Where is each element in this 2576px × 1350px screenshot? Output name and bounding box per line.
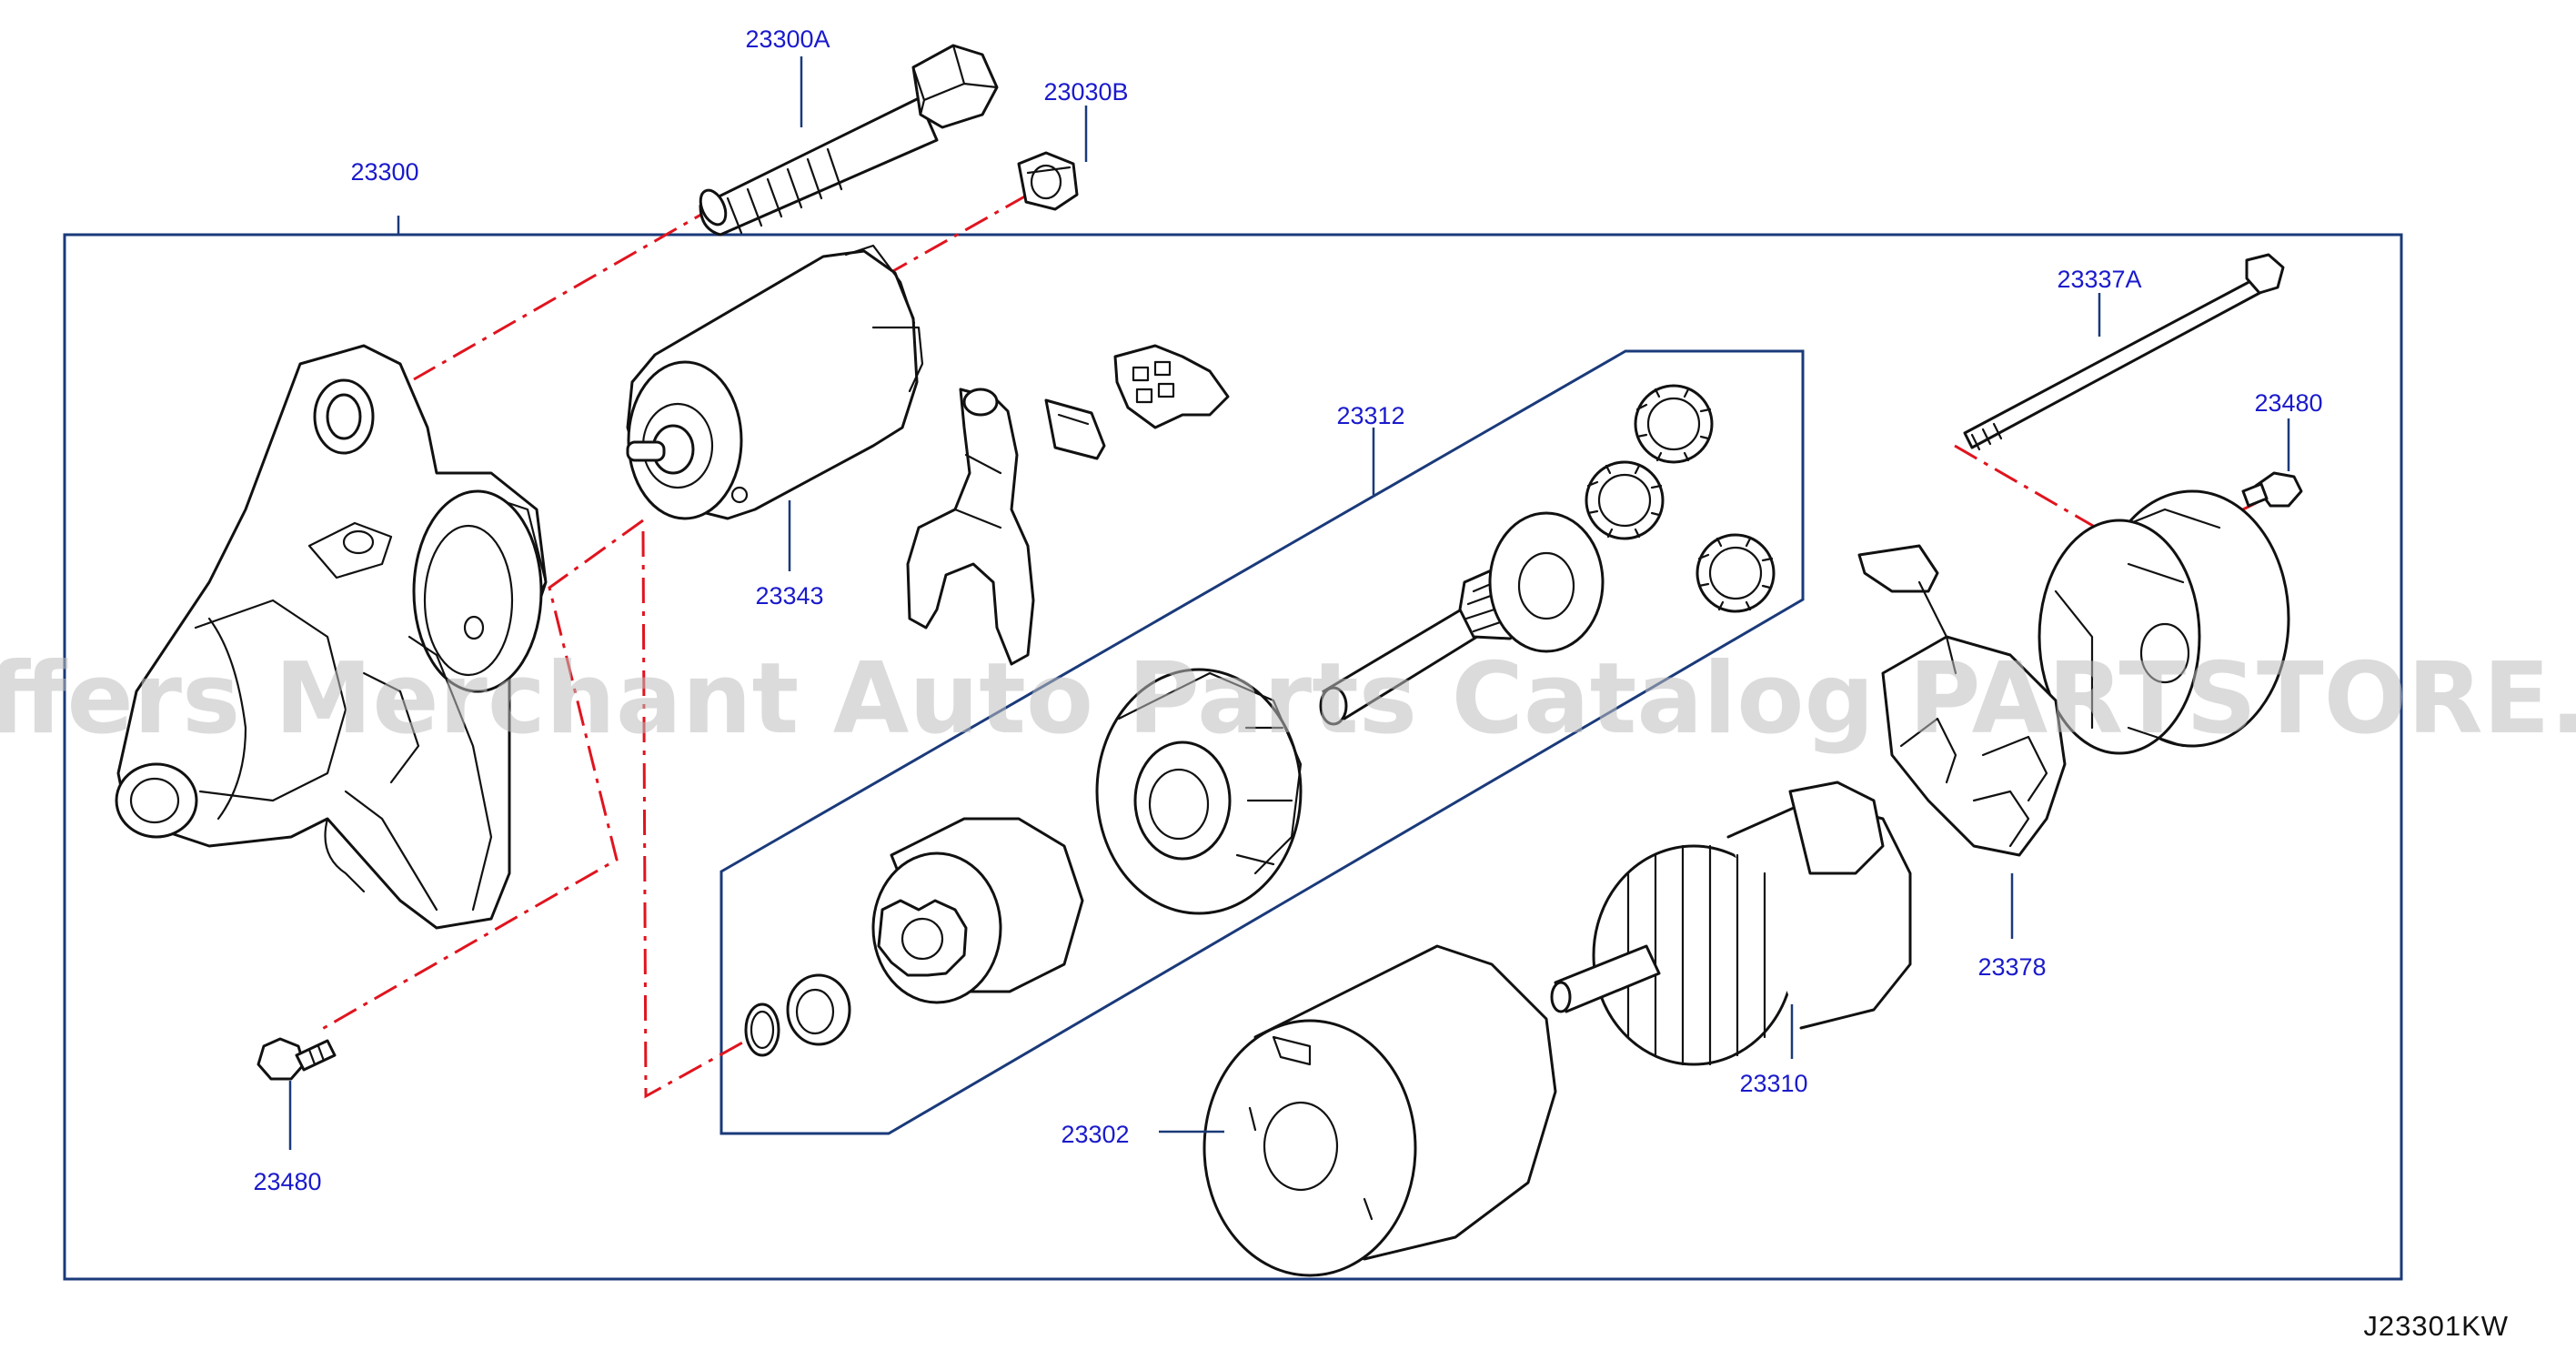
planetary-gear-lower[interactable] (1696, 533, 1776, 613)
planetary-gear-top[interactable] (1634, 384, 1714, 464)
armature-part[interactable] (1550, 781, 1912, 1066)
label-23300[interactable]: 23300 (350, 158, 418, 186)
through-bolt-part[interactable] (1963, 253, 2285, 451)
rear-cover-part[interactable] (2038, 489, 2290, 755)
terminal-cover-part[interactable] (1113, 344, 1230, 429)
screw-left-part[interactable] (257, 1037, 337, 1081)
label-23302[interactable]: 23302 (1061, 1121, 1129, 1148)
label-23300a[interactable]: 23300A (745, 25, 830, 53)
snap-ring-part[interactable] (744, 1002, 780, 1057)
overrunning-clutch-part[interactable] (871, 817, 1084, 1004)
label-23312[interactable]: 23312 (1336, 402, 1404, 429)
solenoid-part[interactable] (626, 244, 924, 520)
leader-lines (288, 56, 2290, 1150)
label-23480-right[interactable]: 23480 (2254, 389, 2322, 417)
pinion-shaft-part[interactable] (1319, 511, 1605, 726)
brush-holder-part[interactable] (1857, 544, 2067, 857)
label-23337a[interactable]: 23337A (2057, 266, 2141, 293)
diagram-code: J23301KW (2363, 1310, 2509, 1342)
assembly-frame (63, 233, 2403, 1281)
label-23378[interactable]: 23378 (1977, 953, 2046, 981)
assembly-lines (317, 193, 2259, 1099)
label-23480-left[interactable]: 23480 (253, 1168, 321, 1195)
drive-end-housing-part[interactable] (115, 344, 548, 930)
screw-right-part[interactable] (2241, 471, 2303, 508)
gear-housing-part[interactable] (1095, 668, 1303, 915)
bolt-part[interactable] (696, 44, 999, 237)
shift-lever-part[interactable] (906, 388, 1035, 666)
yoke-part[interactable] (1202, 944, 1557, 1277)
stop-collar-part[interactable] (786, 973, 851, 1046)
gear-set-frame (719, 349, 1805, 1135)
nut-part[interactable] (1017, 151, 1079, 211)
label-23030b[interactable]: 23030B (1043, 78, 1128, 106)
contact-plate-part[interactable] (1044, 398, 1106, 460)
watermark-text: Offers Merchant Auto Parts Catalog PARTS… (0, 642, 2576, 756)
label-23343[interactable]: 23343 (755, 582, 823, 610)
planetary-gear-middle[interactable] (1585, 460, 1665, 540)
label-23310[interactable]: 23310 (1739, 1070, 1807, 1097)
